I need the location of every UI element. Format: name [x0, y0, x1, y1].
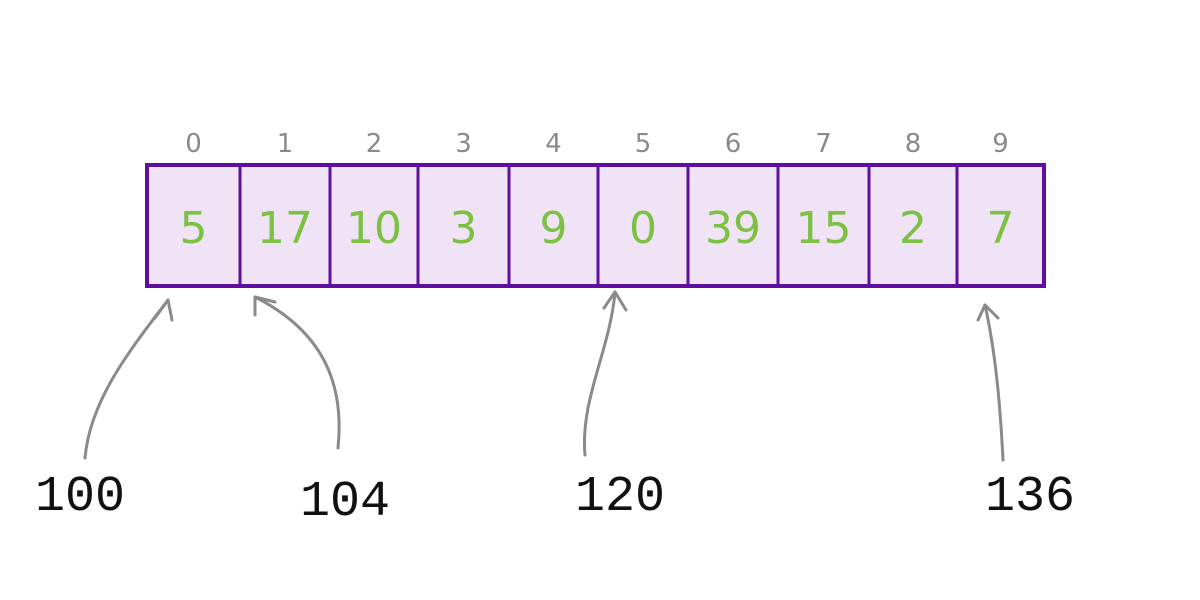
arrow-head-icon [602, 290, 628, 312]
index-label: 2 [366, 129, 383, 159]
pointer-arrow [253, 295, 341, 450]
cell-value: 7 [987, 203, 1015, 254]
arrow-head-icon [976, 303, 1000, 322]
pointer-arrow [582, 290, 617, 457]
address-label: 136 [985, 469, 1075, 526]
cell-value: 39 [705, 203, 761, 254]
index-label: 4 [545, 129, 562, 159]
cell-value: 3 [450, 203, 478, 254]
cell-value: 0 [629, 203, 657, 254]
index-label: 0 [185, 129, 202, 159]
index-label: 7 [815, 129, 832, 159]
arrow-head-icon [153, 298, 174, 322]
array-border [145, 163, 1046, 288]
index-label: 8 [905, 129, 922, 159]
index-label: 5 [635, 129, 652, 159]
address-label: 120 [575, 469, 665, 526]
address-label: 104 [300, 474, 390, 531]
pointer-arrow [983, 303, 1005, 462]
address-label: 100 [35, 469, 125, 526]
array-background [147, 165, 1044, 286]
cell-value: 17 [257, 203, 313, 254]
cell-value: 2 [899, 203, 927, 254]
cell-value: 15 [796, 203, 852, 254]
cell-value: 10 [346, 203, 402, 254]
index-label: 6 [725, 129, 742, 159]
index-label: 3 [455, 129, 472, 159]
index-label: 9 [992, 129, 1009, 159]
cell-value: 9 [540, 203, 568, 254]
index-label: 1 [277, 129, 294, 159]
pointer-arrow [83, 298, 170, 460]
arrow-head-icon [253, 295, 277, 317]
cell-value: 5 [180, 203, 208, 254]
